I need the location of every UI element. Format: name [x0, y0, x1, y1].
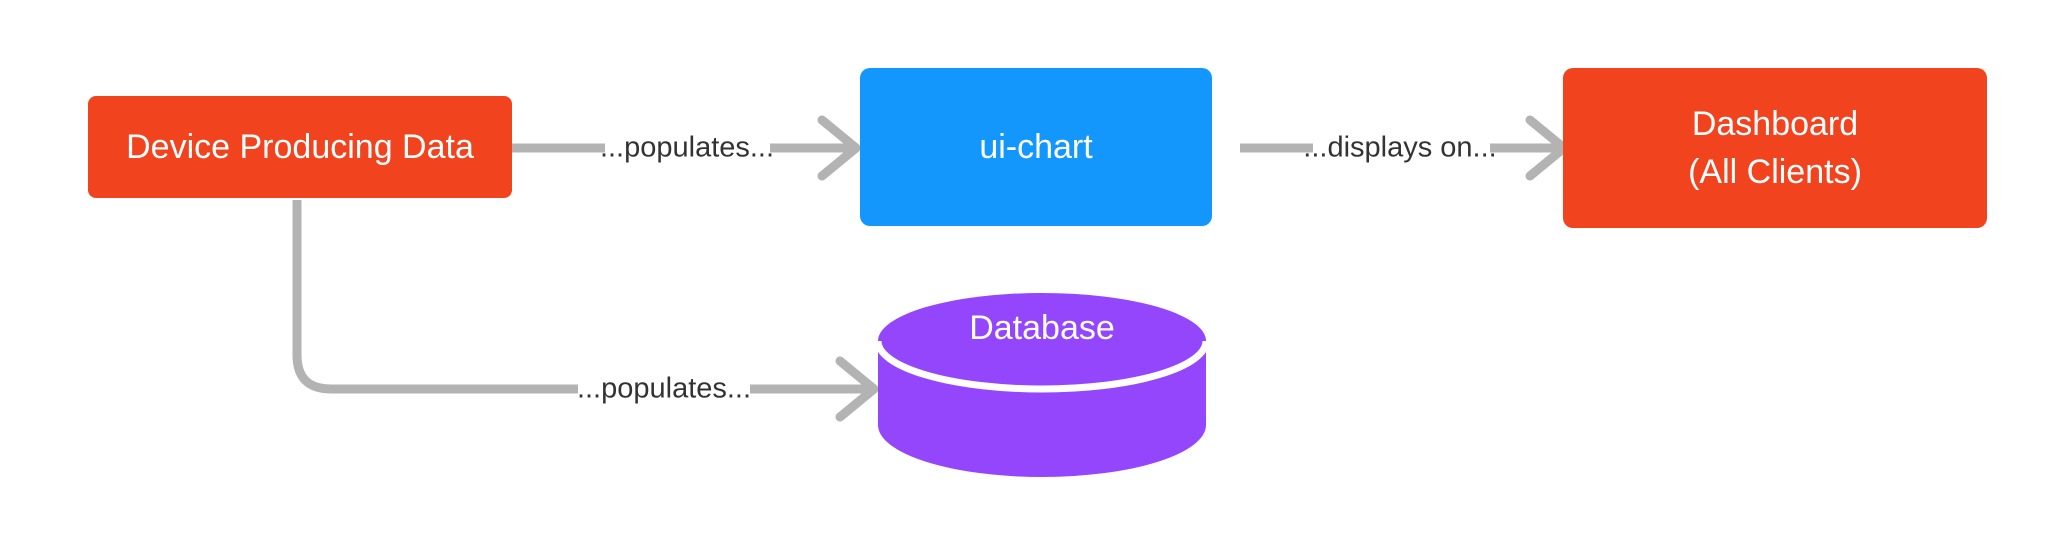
node-database-label: Database [969, 309, 1115, 347]
node-device-producing-data-label: Device Producing Data [126, 128, 474, 166]
arrowhead-device-to-database [835, 356, 879, 422]
edge-device-to-database: ...populates... [292, 200, 879, 422]
node-dashboard[interactable]: Dashboard (All Clients) [1563, 68, 1987, 228]
arrowhead-device-to-uichart [817, 115, 861, 181]
node-database-lid-separator [874, 340, 1210, 393]
node-dashboard-label-line2: (All Clients) [1688, 153, 1862, 191]
edge-device-to-uichart: ...populates... [512, 115, 861, 181]
edge-uichart-to-dashboard: ...displays on... [1240, 115, 1569, 181]
edge-line-device-to-database [292, 200, 578, 394]
edge-label-uichart-to-dashboard: ...displays on... [1303, 132, 1496, 164]
edge-label-device-to-uichart: ...populates... [600, 132, 774, 164]
node-ui-chart-shape[interactable] [860, 68, 1212, 226]
node-device-producing-data[interactable]: Device Producing Data [88, 96, 512, 198]
node-database[interactable]: Database [874, 293, 1210, 477]
node-ui-chart[interactable]: ui-chart [860, 68, 1212, 226]
node-dashboard-shape[interactable] [1563, 68, 1987, 228]
node-database-lid[interactable] [878, 293, 1206, 389]
node-device-producing-data-shape[interactable] [88, 96, 512, 198]
node-dashboard-label-line1: Dashboard [1692, 105, 1858, 143]
edge-label-device-to-database: ...populates... [577, 373, 751, 405]
node-ui-chart-label: ui-chart [979, 128, 1093, 166]
